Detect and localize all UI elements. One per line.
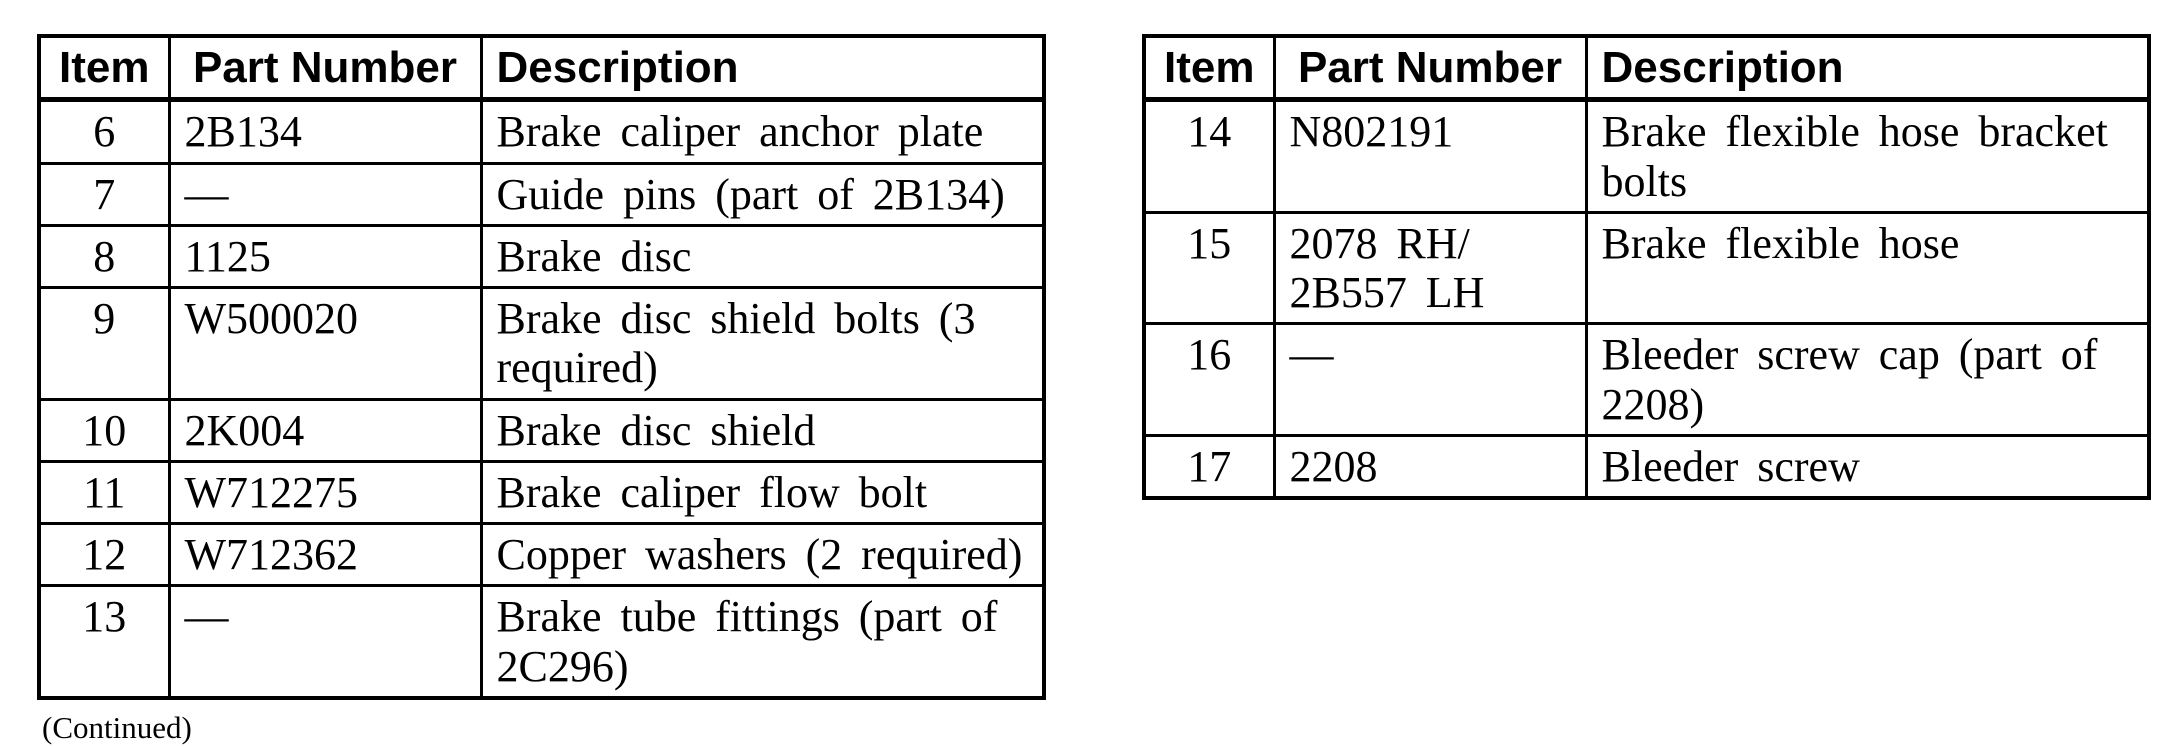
item-cell: 8 — [37, 223, 171, 290]
column-header-item: Item — [37, 34, 171, 103]
description-cell: Brake caliper flow bolt — [479, 459, 1046, 526]
table-row: 14 N802191 Brake flexible hose bracket b… — [1142, 98, 2151, 214]
parts-table-left: Item Part Number Description 6 2B134 Bra… — [37, 34, 1046, 700]
part-number-cell: N802191 — [1272, 98, 1588, 214]
part-number-cell: 1125 — [167, 223, 483, 290]
continued-note: (Continued) — [42, 709, 192, 745]
left-table-block: Item Part Number Description 6 2B134 Bra… — [37, 34, 1046, 746]
item-cell: 6 — [37, 98, 171, 165]
part-number-cell: 2208 — [1272, 433, 1588, 500]
part-number-cell: — — [167, 584, 483, 700]
part-number-cell: 2B134 — [167, 98, 483, 165]
header-row: Item Part Number Description — [1142, 34, 2151, 103]
item-cell: 14 — [1142, 98, 1276, 214]
table-row: 7 — Guide pins (part of 2B134) — [37, 161, 1046, 227]
table-row: 11 W712275 Brake caliper flow bolt — [37, 459, 1046, 526]
part-number-cell: W500020 — [167, 286, 483, 401]
description-cell: Brake flexible hose bracket bolts — [1584, 98, 2151, 214]
description-cell: Brake tube fittings (part of 2C296) — [479, 584, 1046, 700]
part-number-cell: — — [1272, 322, 1588, 437]
table-row: 13 — Brake tube fittings (part of 2C296) — [37, 584, 1046, 700]
description-cell: Brake caliper anchor plate — [479, 98, 1046, 165]
column-header-item: Item — [1142, 34, 1276, 103]
description-cell: Brake disc shield — [479, 397, 1046, 463]
item-cell: 17 — [1142, 433, 1276, 500]
column-header-part-number: Part Number — [1272, 34, 1588, 103]
parts-table-right: Item Part Number Description 14 N802191 … — [1142, 34, 2151, 501]
description-cell: Bleeder screw — [1584, 433, 2151, 500]
description-cell: Brake disc — [479, 223, 1046, 290]
item-cell: 13 — [37, 584, 171, 700]
right-table-block: Item Part Number Description 14 N802191 … — [1142, 34, 2151, 501]
item-cell: 16 — [1142, 322, 1276, 437]
item-cell: 10 — [37, 397, 171, 463]
item-cell: 9 — [37, 286, 171, 401]
table-row: 17 2208 Bleeder screw — [1142, 433, 2151, 500]
description-cell: Copper washers (2 required) — [479, 522, 1046, 588]
description-cell: Brake flexible hose — [1584, 210, 2151, 326]
table-row: 9 W500020 Brake disc shield bolts (3 req… — [37, 286, 1046, 401]
table-row: 16 — Bleeder screw cap (part of 2208) — [1142, 322, 2151, 437]
table-row: 8 1125 Brake disc — [37, 223, 1046, 290]
table-row: 15 2078 RH/ 2B557 LH Brake flexible hose — [1142, 210, 2151, 326]
part-number-cell: W712275 — [167, 459, 483, 526]
item-cell: 7 — [37, 161, 171, 227]
part-number-cell: 2078 RH/ 2B557 LH — [1272, 210, 1588, 326]
column-header-description: Description — [1584, 34, 2151, 103]
table-body: 6 2B134 Brake caliper anchor plate 7 — G… — [37, 98, 1046, 700]
part-number-cell: W712362 — [167, 522, 483, 588]
table-body: 14 N802191 Brake flexible hose bracket b… — [1142, 98, 2151, 500]
table-row: 10 2K004 Brake disc shield — [37, 397, 1046, 463]
part-number-cell: 2K004 — [167, 397, 483, 463]
table-row: 12 W712362 Copper washers (2 required) — [37, 522, 1046, 588]
description-cell: Bleeder screw cap (part of 2208) — [1584, 322, 2151, 437]
table-row: 6 2B134 Brake caliper anchor plate — [37, 98, 1046, 165]
column-header-part-number: Part Number — [167, 34, 483, 103]
part-number-cell: — — [167, 161, 483, 227]
description-cell: Brake disc shield bolts (3 required) — [479, 286, 1046, 401]
header-row: Item Part Number Description — [37, 34, 1046, 103]
item-cell: 11 — [37, 459, 171, 526]
column-header-description: Description — [479, 34, 1046, 103]
item-cell: 12 — [37, 522, 171, 588]
item-cell: 15 — [1142, 210, 1276, 326]
description-cell: Guide pins (part of 2B134) — [479, 161, 1046, 227]
